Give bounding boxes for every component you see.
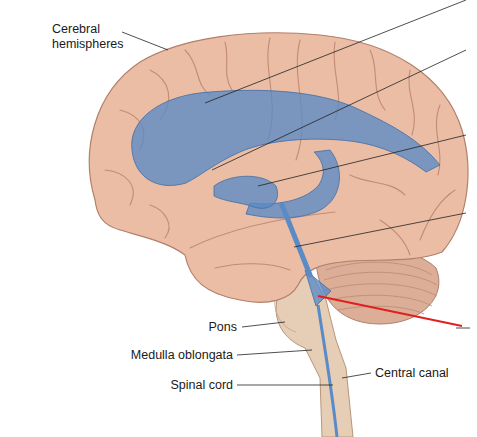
cerebral-aqueduct [282, 205, 310, 275]
cerebellum-folia [324, 262, 437, 314]
structure-label: Central canal [375, 366, 449, 381]
highlight-line [318, 296, 462, 326]
leader-lines [122, 0, 470, 385]
gyri-sulci [105, 38, 455, 270]
structure-label: Spinal cord [170, 378, 233, 393]
structure-label: Pons [209, 320, 238, 335]
structure-label: Cerebral hemispheres [52, 22, 130, 52]
structure-label: Medulla oblongata [131, 348, 233, 363]
central-canal-line [318, 305, 337, 437]
cerebrum [89, 33, 468, 302]
ventricles [132, 90, 440, 306]
